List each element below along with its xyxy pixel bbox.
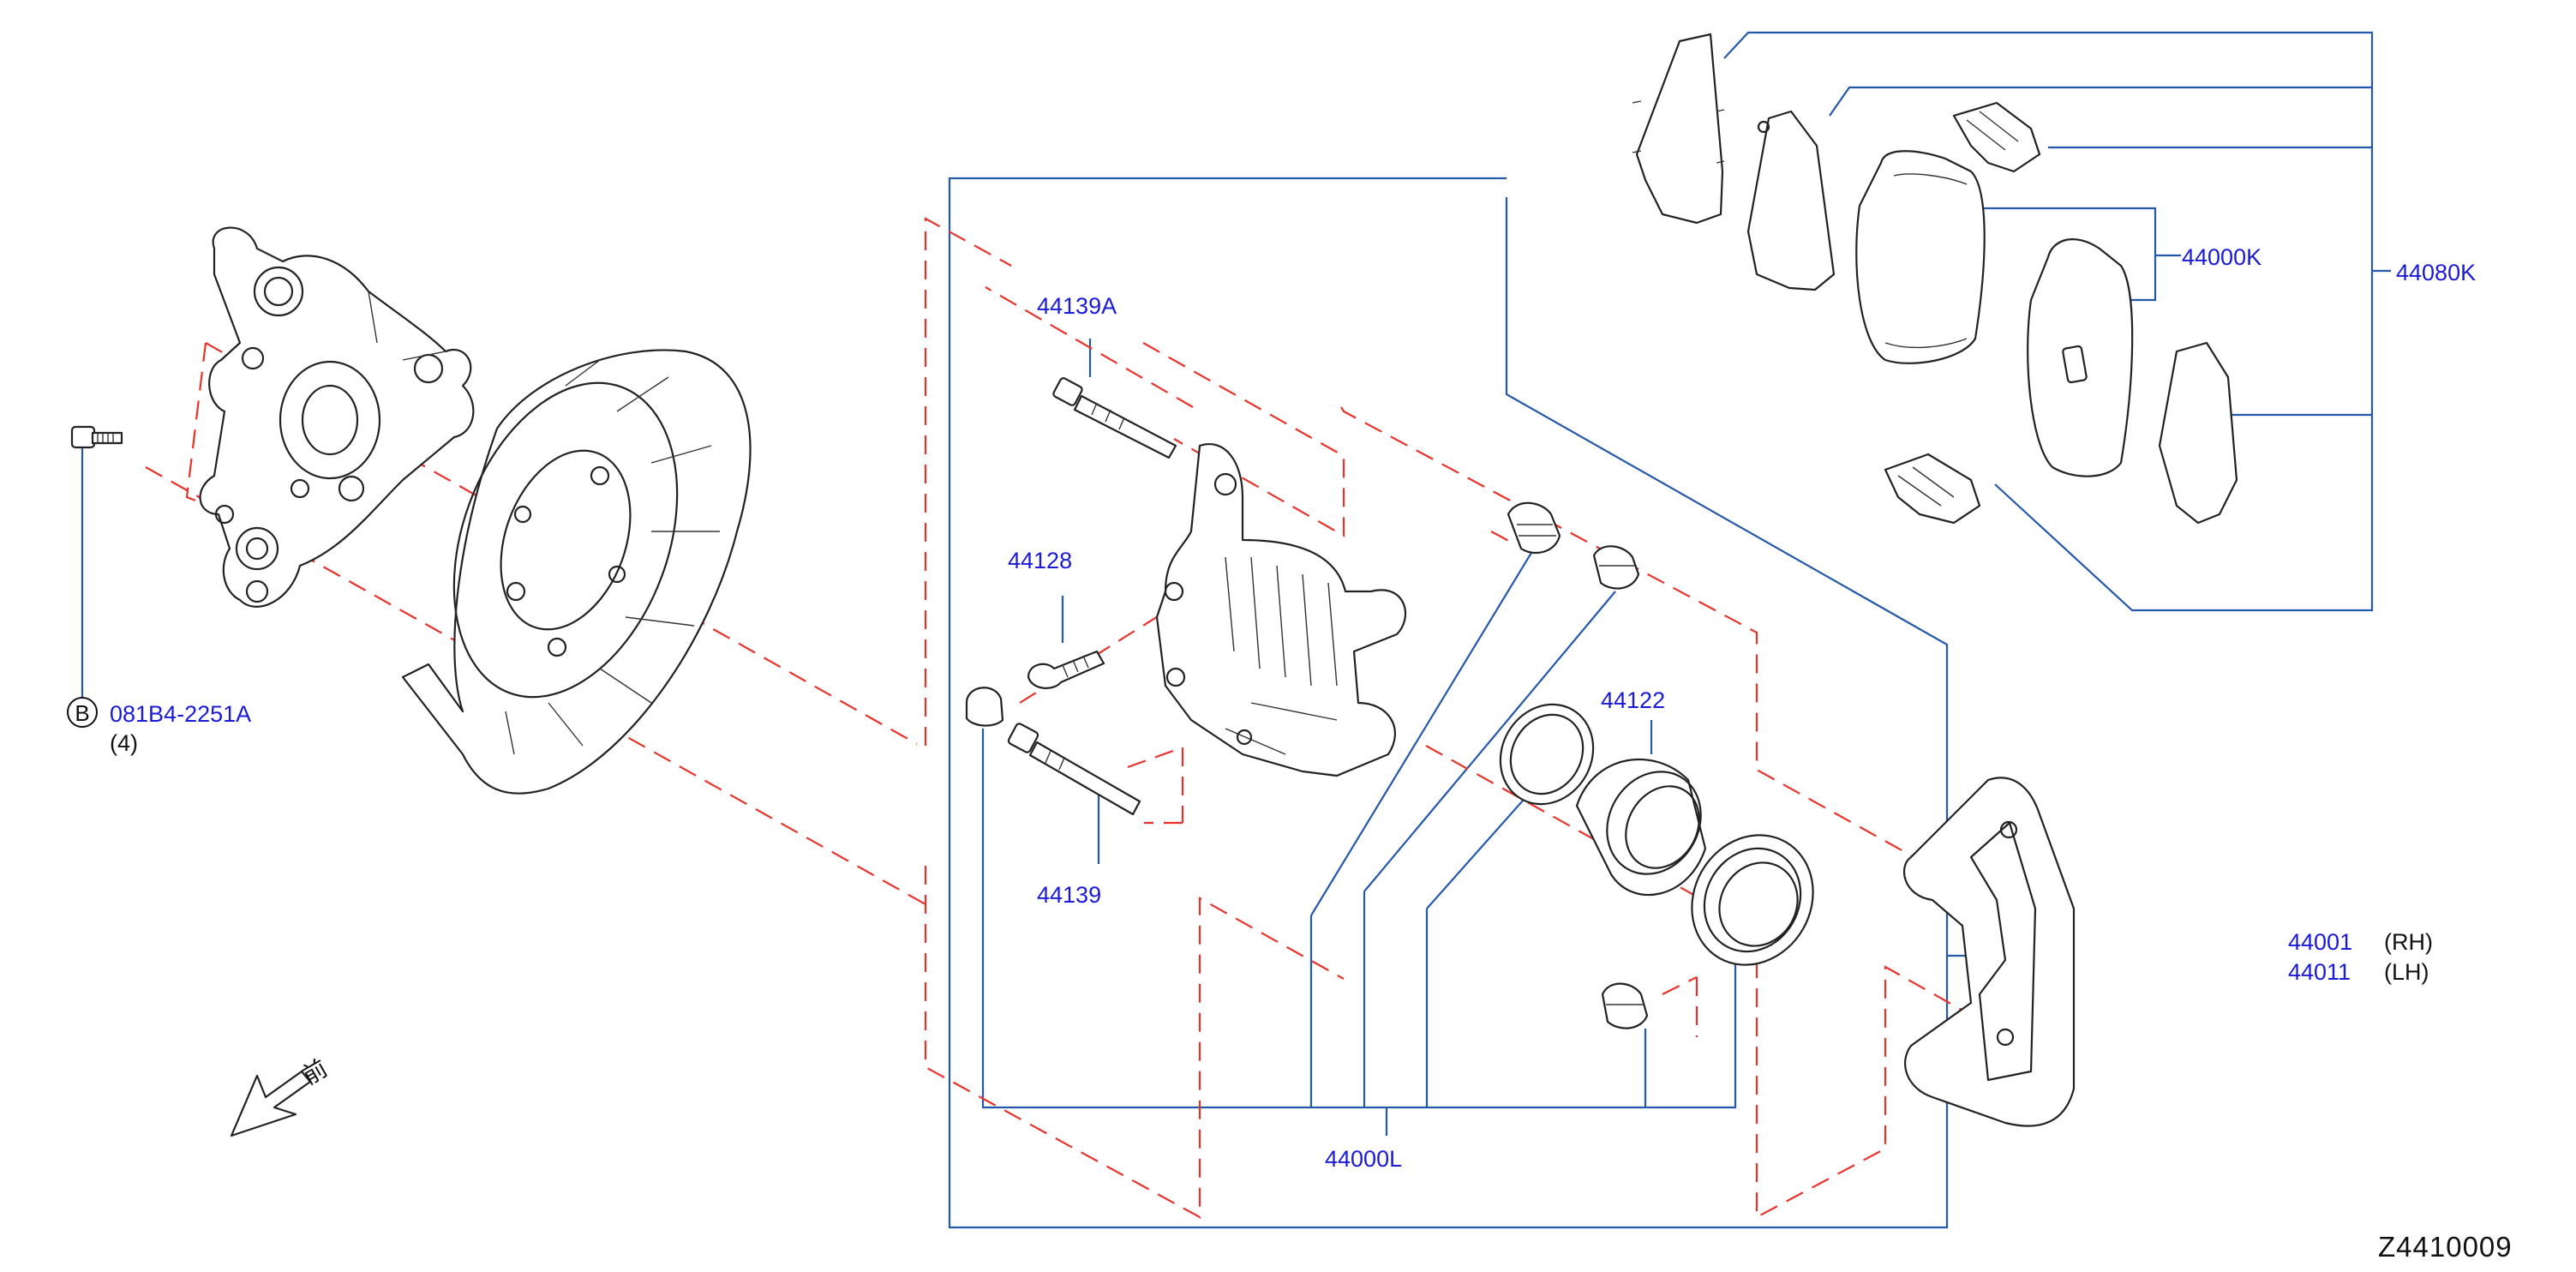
part-number-44139[interactable]: 44139 [1037, 882, 1101, 908]
bolt-quantity: (4) [110, 730, 138, 756]
part-number-44122[interactable]: 44122 [1601, 687, 1665, 713]
part-number-44011[interactable]: 44011 [2288, 959, 2351, 985]
part-number-44080K[interactable]: 44080K [2396, 260, 2476, 285]
piston-seal-44122 [1499, 703, 1595, 806]
brake-pad-outer [1855, 150, 1986, 364]
diagram-id: Z4410009 [2378, 1231, 2513, 1263]
part-number-44000L[interactable]: 44000L [1325, 1146, 1402, 1172]
guide-pin-boot-bottom [1601, 982, 1649, 1029]
guide-pin-boot-upper [1507, 501, 1561, 555]
side-lh-label: (LH) [2384, 959, 2429, 985]
pad-clip-lower [1884, 453, 1981, 525]
caliper-support-bracket [1903, 777, 2076, 1127]
bolt-part-number[interactable]: 081B4-2251A [110, 701, 251, 727]
brake-pad-inner [2027, 238, 2134, 477]
part-number-44000K[interactable]: 44000K [2182, 244, 2261, 270]
caliper-piston [1575, 759, 1707, 896]
pad-shim-inner [1746, 110, 1836, 291]
pad-shim-outer [1632, 33, 1725, 225]
part-number-44128[interactable]: 44128 [1008, 548, 1072, 573]
piston-boot [1691, 834, 1814, 966]
pad-shim-inner-2 [2158, 341, 2238, 525]
caliper-body [1155, 443, 1407, 777]
part-number-44139A[interactable]: 44139A [1037, 293, 1117, 319]
guide-pin-44128 [1027, 650, 1105, 689]
pin-boot [965, 687, 1004, 727]
brake-dust-shield [401, 349, 752, 795]
bolt-ref-circle [67, 697, 98, 728]
bolt-ref-letter: B [75, 700, 89, 726]
leader-lines [81, 31, 2391, 1229]
side-rh-label: (RH) [2384, 929, 2433, 955]
part-number-44001[interactable]: 44001 [2288, 929, 2352, 955]
guide-pin-bolt-44139A [1052, 377, 1177, 459]
guide-pin-boot-lower [1592, 545, 1640, 590]
guide-pin-bolt-44139 [1007, 723, 1141, 816]
mounting-bolt [70, 425, 123, 449]
steering-knuckle [199, 226, 475, 608]
front-direction-arrow [230, 1070, 312, 1137]
caliper-group-bracket [948, 177, 1949, 1229]
pad-clip-upper [1952, 101, 2041, 173]
